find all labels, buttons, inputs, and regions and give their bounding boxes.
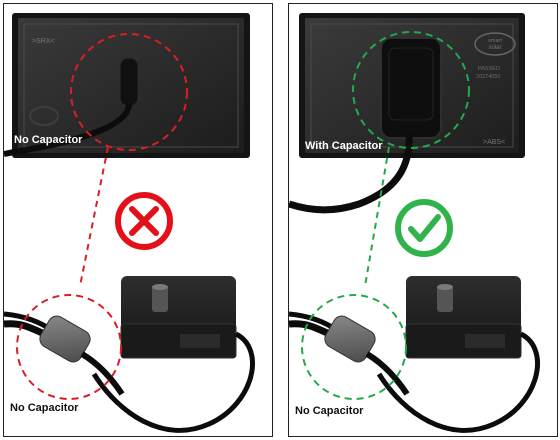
plug-connector bbox=[289, 311, 410, 396]
bottom-label: No Capacitor bbox=[295, 405, 364, 417]
capacitor-box bbox=[380, 37, 442, 139]
water-pump bbox=[120, 276, 237, 359]
highlight-circle-top bbox=[70, 33, 188, 151]
cross-icon bbox=[115, 192, 173, 250]
top-label: With Capacitor bbox=[305, 140, 383, 152]
pump-cable bbox=[376, 331, 540, 433]
highlight-circle-bottom bbox=[16, 294, 122, 400]
pump-cable bbox=[91, 331, 255, 433]
panel-right-illustration: smart solar PASSED 20274050 >ABS< bbox=[289, 13, 540, 433]
bottom-label: No Capacitor bbox=[10, 402, 79, 414]
highlight-circle-bottom bbox=[301, 294, 407, 400]
stamp-line-1: PASSED bbox=[478, 66, 500, 72]
panel-corner-text: >SRX< bbox=[32, 38, 55, 45]
comparison-panel-with-capacitor: smart solar PASSED 20274050 >ABS< bbox=[288, 3, 558, 437]
water-pump bbox=[405, 276, 522, 359]
check-icon bbox=[395, 199, 453, 257]
logo-text-top: smart bbox=[488, 38, 502, 44]
connector-line bbox=[79, 146, 109, 287]
top-label: No Capacitor bbox=[14, 134, 83, 146]
panel-corner-text: >ABS< bbox=[483, 139, 505, 146]
logo-text-bottom: solar bbox=[488, 45, 501, 51]
panel-cable bbox=[289, 131, 413, 214]
plug-connector bbox=[4, 311, 125, 396]
stamp-line-2: 20274050 bbox=[476, 74, 500, 80]
highlight-circle-top bbox=[352, 31, 470, 149]
comparison-panel-no-capacitor: >SRX< bbox=[3, 3, 273, 437]
connector-line bbox=[364, 146, 390, 287]
panel-left-illustration: >SRX< bbox=[4, 13, 255, 433]
